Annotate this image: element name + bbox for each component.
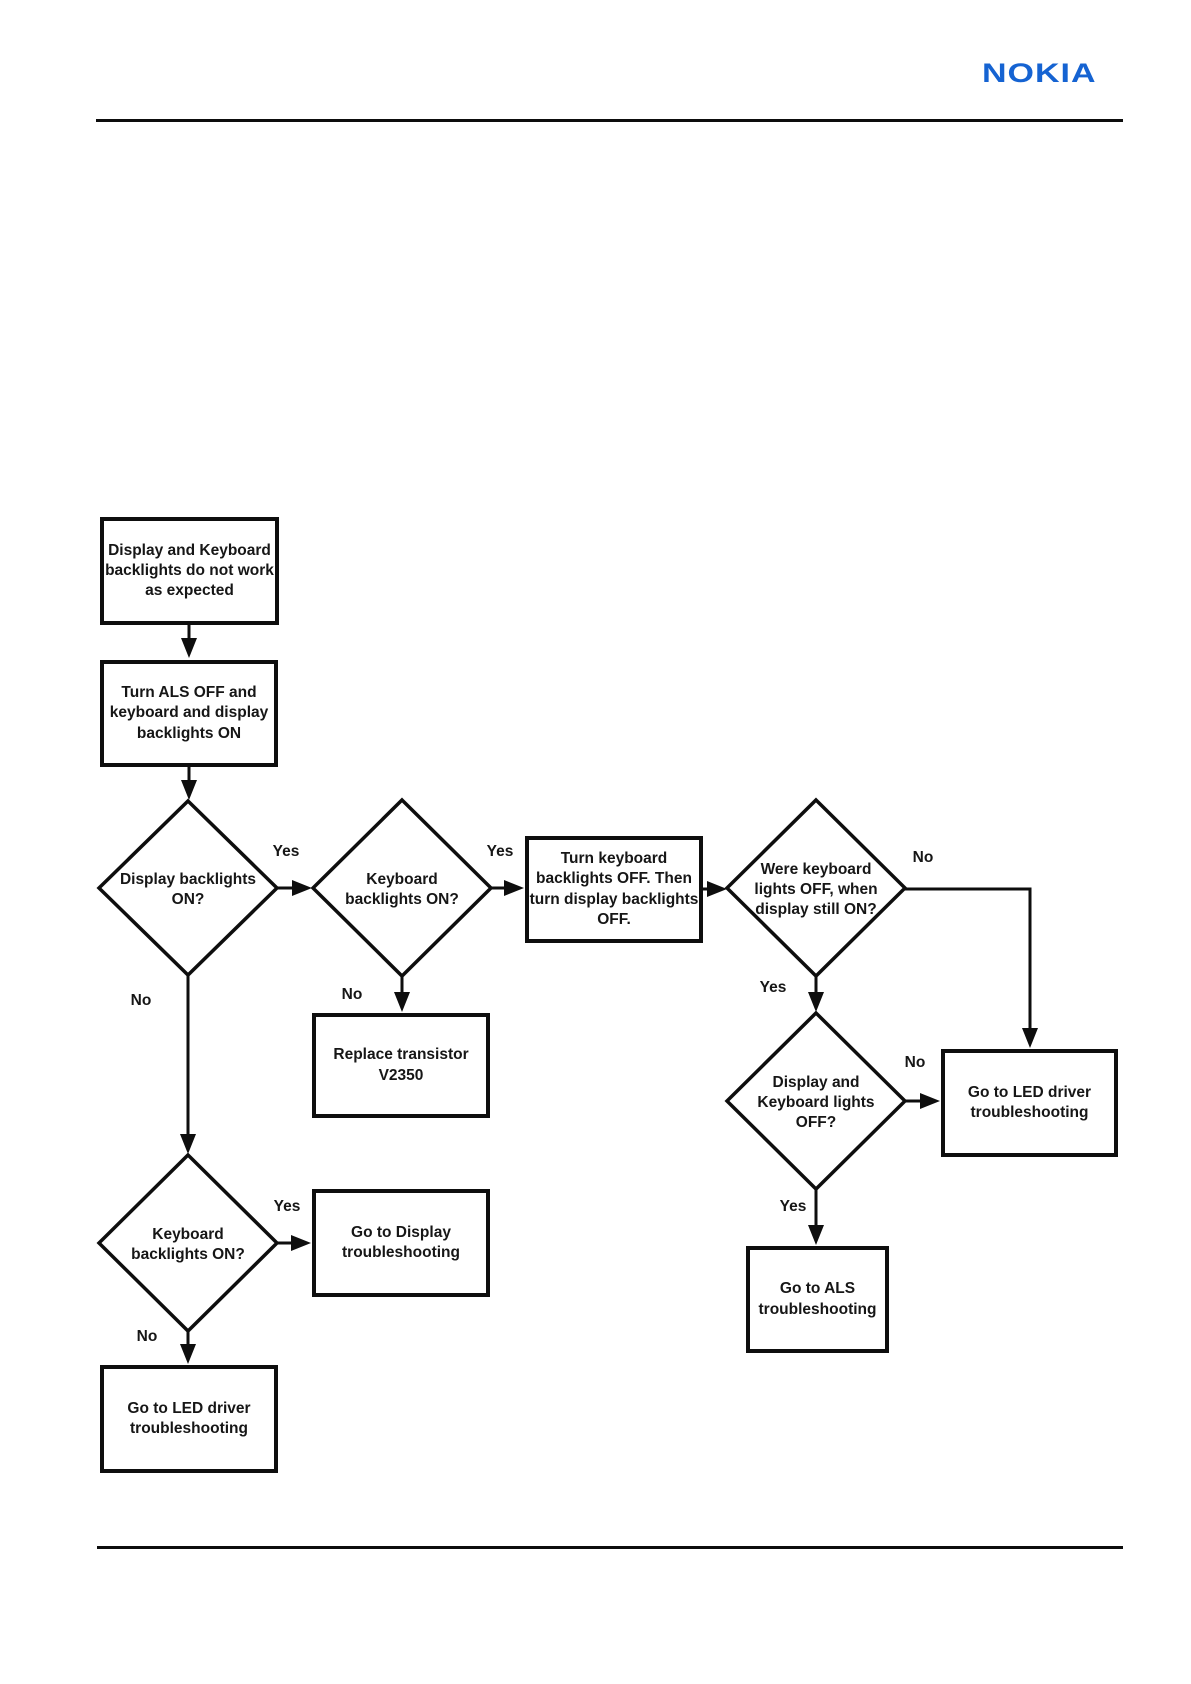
label-keyboard-backlights-on: Keyboard backlights ON? xyxy=(345,870,459,908)
node-goto-led-driver-right: Go to LED driver troubleshooting xyxy=(941,1049,1118,1157)
label-keyboard-backlights-on-2: Keyboard backlights ON? xyxy=(131,1225,245,1263)
edge-label-d3-no: No xyxy=(912,849,934,866)
label-were-keyboard-off: Were keyboard lights OFF, when display s… xyxy=(754,860,878,919)
label-display-backlights-on: Display backlights ON? xyxy=(119,870,257,908)
node-turn-als-off: Turn ALS OFF and keyboard and display ba… xyxy=(100,660,278,767)
edge-label-d4-no: No xyxy=(904,1054,926,1071)
edge-label-d2-yes: Yes xyxy=(486,843,514,860)
node-goto-led-driver-left: Go to LED driver troubleshooting xyxy=(100,1365,278,1473)
node-goto-als: Go to ALS troubleshooting xyxy=(746,1246,889,1353)
edge-label-d1-yes: Yes xyxy=(272,843,300,860)
edge-label-d1-no: No xyxy=(130,992,152,1009)
edge-label-d5-no: No xyxy=(136,1328,158,1345)
edge-label-d2-no: No xyxy=(341,986,363,1003)
edge-label-d5-yes: Yes xyxy=(273,1198,301,1215)
node-turn-keyboard-off: Turn keyboard backlights OFF. Then turn … xyxy=(525,836,703,943)
node-start: Display and Keyboard backlights do not w… xyxy=(100,517,279,625)
header-rule xyxy=(96,119,1123,122)
nokia-logo: NOKIA xyxy=(982,58,1097,89)
node-replace-transistor: Replace transistor V2350 xyxy=(312,1013,490,1118)
edge-d3-no-to-ledright xyxy=(905,887,1038,1048)
footer-rule xyxy=(97,1546,1123,1549)
node-goto-display: Go to Display troubleshooting xyxy=(312,1189,490,1297)
edge-label-d4-yes: Yes xyxy=(779,1198,807,1215)
diamond-display-backlights-on xyxy=(96,798,280,978)
edge-label-d3-yes: Yes xyxy=(759,979,787,996)
label-display-keyboard-off: Display and Keyboard lights OFF? xyxy=(757,1073,875,1132)
